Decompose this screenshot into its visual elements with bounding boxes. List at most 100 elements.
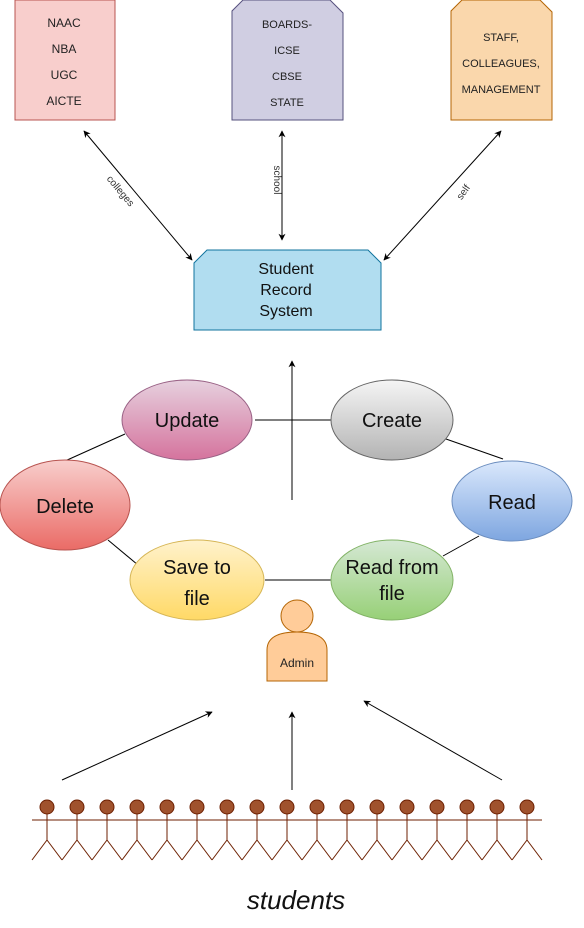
student-head: [399, 799, 415, 815]
admin-icon: Admin: [266, 599, 328, 682]
staff-line-1: STAFF,: [483, 32, 519, 44]
student-head: [99, 799, 115, 815]
student-leg: [166, 839, 183, 861]
student-head: [159, 799, 175, 815]
student-figure: [61, 799, 93, 861]
student-head: [429, 799, 445, 815]
read-from-file-ellipse: Read from file: [330, 539, 454, 621]
student-leg: [151, 839, 168, 861]
delete-ellipse: Delete: [0, 459, 131, 551]
student-leg: [76, 839, 93, 861]
boards-line-1: BOARDS-: [262, 19, 312, 31]
boards-line-4: STATE: [270, 97, 304, 109]
student-leg: [376, 839, 393, 861]
accreditation-box: NAAC NBA UGC AICTE: [14, 0, 116, 121]
student-figure: [361, 799, 393, 861]
edge-colleges: [83, 130, 193, 261]
student-head: [459, 799, 475, 815]
student-leg: [421, 839, 438, 861]
student-figure: [451, 799, 483, 861]
arrow-students-right: [363, 700, 503, 781]
student-leg: [91, 839, 108, 861]
student-leg: [481, 839, 498, 861]
staff-line-2: COLLEAGUES,: [462, 58, 540, 70]
student-figure: [391, 799, 423, 861]
student-leg: [286, 839, 303, 861]
student-leg: [436, 839, 453, 861]
student-leg: [256, 839, 273, 861]
edge-label-self: self: [455, 183, 473, 202]
student-figure: [91, 799, 123, 861]
student-leg: [466, 839, 483, 861]
admin-label: Admin: [280, 656, 314, 670]
student-figure: [511, 799, 543, 861]
student-figure: [301, 799, 333, 861]
accreditation-line-2: NBA: [52, 42, 77, 56]
student-figure: [151, 799, 183, 861]
read-label: Read: [488, 492, 536, 514]
student-leg: [181, 839, 198, 861]
student-leg: [271, 839, 288, 861]
student-leg: [226, 839, 243, 861]
student-figure: [181, 799, 213, 861]
operation-connectors: [64, 419, 504, 581]
edge-label-school: school: [271, 166, 282, 195]
student-leg: [451, 839, 468, 861]
save-label-line-2: file: [184, 588, 210, 610]
student-head: [309, 799, 325, 815]
read-file-label-line-2: file: [379, 583, 405, 605]
student-leg: [241, 839, 258, 861]
student-head: [189, 799, 205, 815]
read-ellipse: Read: [451, 460, 573, 542]
staff-box: STAFF, COLLEAGUES, MANAGEMENT: [450, 0, 553, 121]
delete-label: Delete: [36, 496, 94, 518]
student-leg: [106, 839, 123, 861]
staff-line-3: MANAGEMENT: [462, 84, 541, 96]
student-leg: [361, 839, 378, 861]
student-leg: [31, 839, 48, 861]
arrow-students-left: [61, 711, 213, 781]
students-row: [31, 799, 543, 861]
accreditation-line-3: UGC: [51, 68, 78, 82]
student-head: [519, 799, 535, 815]
student-leg: [121, 839, 138, 861]
student-head: [279, 799, 295, 815]
student-leg: [406, 839, 423, 861]
student-leg: [496, 839, 513, 861]
student-head: [129, 799, 145, 815]
update-label: Update: [155, 410, 220, 432]
student-head: [39, 799, 55, 815]
student-leg: [196, 839, 213, 861]
student-figure: [271, 799, 303, 861]
student-leg: [61, 839, 78, 861]
boards-line-3: CBSE: [272, 71, 302, 83]
student-leg: [391, 839, 408, 861]
student-leg: [211, 839, 228, 861]
edge-self: [383, 130, 502, 261]
edge-label-colleges: colleges: [104, 174, 136, 209]
student-leg: [526, 839, 543, 861]
accreditation-line-4: AICTE: [46, 94, 81, 108]
student-head: [369, 799, 385, 815]
student-leg: [511, 839, 528, 861]
student-figure: [481, 799, 513, 861]
save-label-line-1: Save to: [163, 557, 231, 579]
student-head: [249, 799, 265, 815]
student-figure: [331, 799, 363, 861]
student-leg: [301, 839, 318, 861]
student-figure: [211, 799, 243, 861]
read-file-label-line-1: Read from: [345, 557, 438, 579]
update-ellipse: Update: [121, 379, 253, 461]
student-head: [339, 799, 355, 815]
system-line-3: System: [259, 303, 312, 320]
student-head: [219, 799, 235, 815]
student-leg: [316, 839, 333, 861]
create-ellipse: Create: [330, 379, 454, 461]
student-leg: [46, 839, 63, 861]
student-head: [69, 799, 85, 815]
student-record-system-box: Student Record System: [193, 249, 382, 331]
boards-box: BOARDS- ICSE CBSE STATE: [231, 0, 344, 121]
system-line-2: Record: [260, 282, 312, 299]
student-leg: [346, 839, 363, 861]
